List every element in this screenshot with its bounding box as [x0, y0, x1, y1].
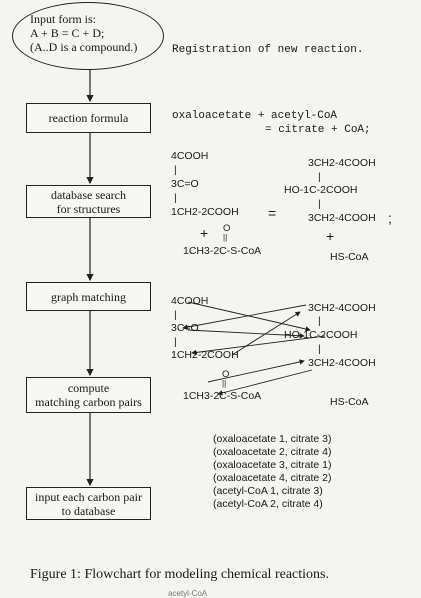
- reaction-formula-line1: oxaloacetate + acetyl-CoA: [172, 110, 338, 122]
- acetylcoa-double-bond: ||: [223, 233, 228, 242]
- plus-sign: +: [200, 225, 209, 241]
- oxaloacetate-c12: 1CH2-2COOH: [171, 206, 239, 218]
- citrate-c34-top: 3CH2-4COOH: [308, 157, 376, 169]
- oxaloacetate-bar: |: [174, 336, 177, 348]
- oxaloacetate-c3: 3C=O: [171, 178, 199, 190]
- oxaloacetate-c3: 3C=O: [171, 322, 199, 334]
- oxaloacetate-c4: 4COOH: [171, 295, 209, 307]
- step-label: compute: [67, 381, 110, 395]
- citrate-c12: HO-1C-2COOH: [284, 184, 358, 196]
- coa-label: HS-CoA: [330, 251, 369, 263]
- step-label: matching carbon pairs: [35, 395, 142, 409]
- plus-sign: +: [326, 228, 335, 244]
- carbon-pair: (oxaloacetate 2, citrate 4): [213, 446, 332, 458]
- input-form-text: Input form is: A + B = C + D; (A..D is a…: [30, 12, 160, 54]
- oxaloacetate-bar: |: [174, 309, 177, 321]
- citrate-bar: |: [318, 315, 321, 327]
- matching-arrows: [182, 301, 326, 396]
- step-reaction-formula: reaction formula: [26, 103, 151, 133]
- citrate-c34-top: 3CH2-4COOH: [308, 302, 376, 314]
- step-database-search: database search for structures: [26, 185, 151, 218]
- step-label: reaction formula: [48, 111, 129, 125]
- carbon-pair: (oxaloacetate 1, citrate 3): [213, 433, 332, 445]
- equals-sign: =: [268, 205, 277, 221]
- registration-label: Registration of new reaction.: [172, 44, 364, 56]
- step-graph-matching: graph matching: [26, 282, 151, 311]
- citrate-c34-bot: 3CH2-4COOH: [308, 357, 376, 369]
- coa-label: HS-CoA: [330, 396, 369, 408]
- carbon-pair: (oxaloacetate 3, citrate 1): [213, 459, 332, 471]
- carbon-pairs-list: (oxaloacetate 1, citrate 3) (oxaloacetat…: [213, 433, 331, 511]
- citrate-c12: HO-1C-2COOH: [284, 329, 358, 341]
- step-label: input each carbon pair: [35, 489, 142, 504]
- oxaloacetate-c12: 1CH2-2COOH: [171, 349, 239, 361]
- step-compute-pairs: compute matching carbon pairs: [26, 377, 151, 413]
- carbon-pair: (acetyl-CoA 2, citrate 4): [213, 498, 323, 510]
- citrate-bar: |: [318, 343, 321, 355]
- figure-caption: Figure 1: Flowchart for modeling chemica…: [30, 567, 329, 582]
- acetylcoa-o: O: [223, 223, 231, 234]
- oxaloacetate-bar: |: [174, 164, 177, 176]
- oxaloacetate-c4: 4COOH: [171, 150, 209, 162]
- input-form-line3: (A..D is a compound.): [30, 40, 138, 54]
- step-label: to database: [61, 503, 116, 518]
- citrate-bar: |: [318, 171, 321, 183]
- acetylcoa-main: 1CH3-2C-S-CoA: [183, 390, 262, 402]
- step-label: graph matching: [51, 289, 126, 304]
- step-label: database search: [51, 187, 126, 202]
- step-input-pairs: input each carbon pair to database: [26, 487, 151, 520]
- step-label: for structures: [56, 201, 121, 216]
- acetylcoa-double-bond: ||: [222, 379, 227, 388]
- citrate-c34-bot: 3CH2-4COOH: [308, 212, 376, 224]
- acetylcoa-main: 1CH3-2C-S-CoA: [183, 245, 262, 257]
- oxaloacetate-bar: |: [174, 192, 177, 204]
- carbon-pair: (acetyl-CoA 1, citrate 3): [213, 485, 323, 497]
- input-form-line1: Input form is:: [30, 12, 96, 26]
- input-form-line2: A + B = C + D;: [30, 26, 105, 40]
- semicolon: ;: [388, 210, 392, 226]
- reaction-formula-line2: = citrate + CoA;: [265, 124, 371, 136]
- citrate-bar: |: [318, 198, 321, 210]
- carbon-pair: (oxaloacetate 4, citrate 2): [213, 472, 332, 484]
- input-form-ellipse: [12, 2, 164, 70]
- cropped-text: acetyl-CoA: [168, 589, 208, 598]
- acetylcoa-o: O: [222, 369, 230, 380]
